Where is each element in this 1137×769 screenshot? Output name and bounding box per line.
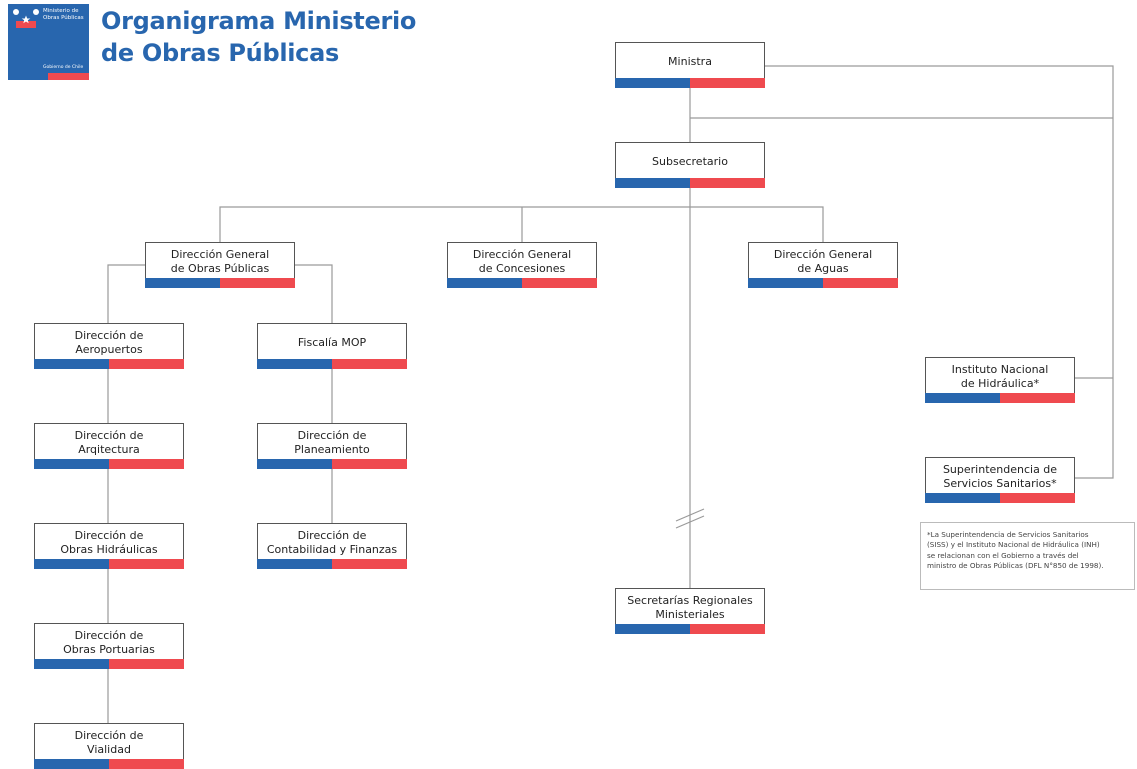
logo-footer: Gobierno de Chile xyxy=(43,65,84,70)
node-dga: Dirección General de Aguas xyxy=(748,242,898,288)
node-dgc-line-2: de Concesiones xyxy=(478,262,566,275)
node-seremi: Secretarías Regionales Ministeriales xyxy=(615,588,765,634)
node-aeropuertos-line-2: Aeropuertos xyxy=(75,343,143,356)
logo-blue-bar xyxy=(8,73,48,80)
ministry-logo: Ministerio de Obras Públicas Gobierno de… xyxy=(8,4,89,80)
node-siss-line-1: Superintendencia de xyxy=(942,463,1058,476)
flag-stripe xyxy=(925,493,1075,503)
page-title: Organigrama Ministerio de Obras Públicas xyxy=(101,5,416,69)
flag-stripe xyxy=(34,659,184,669)
footnote-line-2: (SISS) y el Instituto Nacional de Hidráu… xyxy=(927,540,1100,550)
node-hidraulicas-line-1: Dirección de xyxy=(74,529,144,542)
node-subsecretario: Subsecretario xyxy=(615,142,765,188)
node-inh-line-2: de Hidráulica* xyxy=(960,377,1040,390)
node-siss-line-2: Servicios Sanitarios* xyxy=(943,477,1057,490)
node-aeropuertos-line-1: Dirección de xyxy=(74,329,144,342)
node-portuarias-line-1: Dirección de xyxy=(74,629,144,642)
node-label: Dirección de Contabilidad y Finanzas xyxy=(258,527,406,559)
node-planeamiento-line-2: Planeamiento xyxy=(294,443,370,456)
node-dgop-line-1: Dirección General xyxy=(170,248,270,261)
node-planeamiento-line-1: Dirección de xyxy=(297,429,367,442)
flag-stripe xyxy=(34,559,184,569)
node-dgc-line-1: Dirección General xyxy=(472,248,572,261)
flag-stripe xyxy=(257,359,407,369)
node-label: Dirección General de Aguas xyxy=(749,246,897,278)
node-label: Instituto Nacional de Hidráulica* xyxy=(926,361,1074,393)
flag-stripe xyxy=(615,78,765,88)
node-label: Dirección de Obras Portuarias xyxy=(35,627,183,659)
node-dga-line-1: Dirección General xyxy=(773,248,873,261)
node-dga-line-2: de Aguas xyxy=(797,262,849,275)
flag-stripe xyxy=(34,459,184,469)
flag-stripe xyxy=(447,278,597,288)
logo-red-bar xyxy=(8,73,89,80)
flag-stripe xyxy=(34,759,184,769)
flag-stripe xyxy=(925,393,1075,403)
node-siss: Superintendencia de Servicios Sanitarios… xyxy=(925,457,1075,503)
flag-stripe xyxy=(615,624,765,634)
node-subsecretario-line-1: Subsecretario xyxy=(652,155,728,168)
page-title-line-1: Organigrama Ministerio xyxy=(101,7,417,35)
node-seremi-line-1: Secretarías Regionales xyxy=(627,594,753,607)
node-dgc: Dirección General de Concesiones xyxy=(447,242,597,288)
node-seremi-line-2: Ministeriales xyxy=(655,608,725,621)
node-label: Dirección General de Concesiones xyxy=(448,246,596,278)
node-fiscalia-line-1: Fiscalía MOP xyxy=(297,336,367,349)
flag-stripe xyxy=(145,278,295,288)
node-label: Dirección de Obras Hidráulicas xyxy=(35,527,183,559)
footnote-line-1: *La Superintendencia de Servicios Sanita… xyxy=(927,530,1089,539)
logo-text: Ministerio de Obras Públicas xyxy=(43,8,84,21)
coat-of-arms-icon xyxy=(13,9,39,28)
node-aeropuertos: Dirección de Aeropuertos xyxy=(34,323,184,369)
node-label: Dirección General de Obras Públicas xyxy=(146,246,294,278)
flag-stripe xyxy=(257,559,407,569)
node-label: Ministra xyxy=(616,46,764,78)
footnote-line-3: se relacionan con el Gobierno a través d… xyxy=(927,550,1079,560)
node-label: Dirección de Vialidad xyxy=(35,727,183,759)
node-arquitectura-line-2: Arqitectura xyxy=(78,443,140,456)
node-label: Fiscalía MOP xyxy=(258,327,406,359)
node-label: Dirección de Arqitectura xyxy=(35,427,183,459)
node-obras-portuarias: Dirección de Obras Portuarias xyxy=(34,623,184,669)
node-contabilidad-line-1: Dirección de xyxy=(297,529,367,542)
node-ministra: Ministra xyxy=(615,42,765,88)
node-dgop: Dirección General de Obras Públicas xyxy=(145,242,295,288)
node-dgop-line-2: de Obras Públicas xyxy=(170,262,270,275)
node-vialidad: Dirección de Vialidad xyxy=(34,723,184,769)
node-vialidad-line-2: Vialidad xyxy=(87,743,131,756)
node-label: Secretarías Regionales Ministeriales xyxy=(616,592,764,624)
node-obras-hidraulicas: Dirección de Obras Hidráulicas xyxy=(34,523,184,569)
node-fiscalia: Fiscalía MOP xyxy=(257,323,407,369)
node-arquitectura: Dirección de Arqitectura xyxy=(34,423,184,469)
flag-stripe xyxy=(257,459,407,469)
node-label: Dirección de Aeropuertos xyxy=(35,327,183,359)
node-contabilidad-line-2: Contabilidad y Finanzas xyxy=(266,543,398,556)
node-inh-line-1: Instituto Nacional xyxy=(951,363,1049,376)
node-vialidad-line-1: Dirección de xyxy=(74,729,144,742)
flag-stripe xyxy=(34,359,184,369)
flag-stripe xyxy=(748,278,898,288)
node-planeamiento: Dirección de Planeamiento xyxy=(257,423,407,469)
footnote-line-4: ministro de Obras Públicas (DFL N°850 de… xyxy=(927,561,1104,571)
node-hidraulicas-line-2: Obras Hidráulicas xyxy=(60,543,158,556)
node-portuarias-line-2: Obras Portuarias xyxy=(63,643,155,656)
flag-stripe xyxy=(615,178,765,188)
node-inh: Instituto Nacional de Hidráulica* xyxy=(925,357,1075,403)
node-arquitectura-line-1: Dirección de xyxy=(74,429,144,442)
page-title-line-2: de Obras Públicas xyxy=(101,39,339,67)
node-label: Superintendencia de Servicios Sanitarios… xyxy=(926,461,1074,493)
node-ministra-line-1: Ministra xyxy=(668,55,712,68)
footnote: *La Superintendencia de Servicios Sanita… xyxy=(920,522,1135,590)
node-label: Subsecretario xyxy=(616,146,764,178)
node-contabilidad: Dirección de Contabilidad y Finanzas xyxy=(257,523,407,569)
node-label: Dirección de Planeamiento xyxy=(258,427,406,459)
